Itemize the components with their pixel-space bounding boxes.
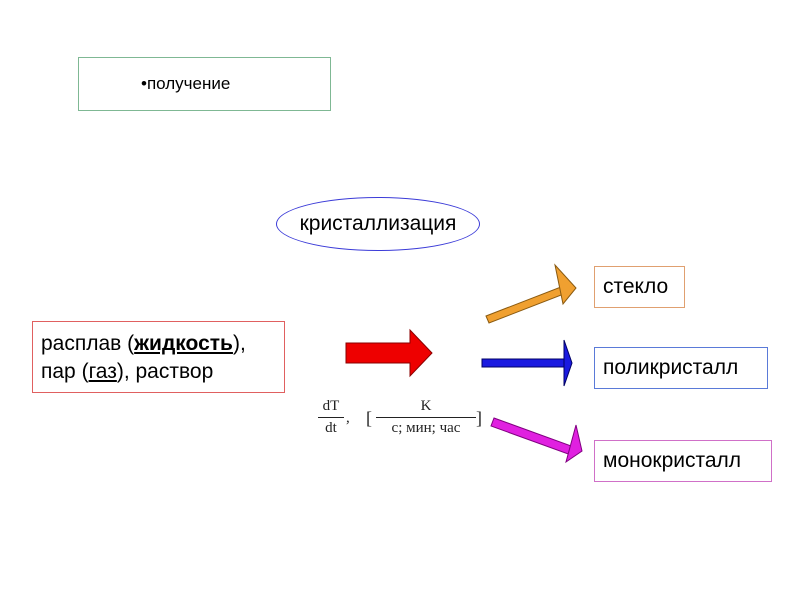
polycrystal-label: поликристалл — [603, 356, 739, 379]
liquid-word: жидкость — [134, 332, 233, 355]
monocrystal-box: монокристалл — [594, 440, 772, 482]
source-box: расплав (жидкость), пар (газ), раствор — [32, 321, 285, 393]
polycrystal-box: поликристалл — [594, 347, 768, 389]
title-text: получение — [146, 74, 231, 93]
crystallization-label: кристаллизация — [299, 212, 457, 235]
cooling-rate-formula: dT dt , [ K c; мин; час ] — [316, 396, 486, 450]
title-box: • получение — [78, 57, 331, 111]
main-arrow — [345, 328, 433, 378]
source-line-1: расплав (жидкость), — [41, 332, 246, 355]
glass-arrow — [485, 263, 577, 324]
gas-word: газ — [88, 360, 117, 383]
monocrystal-label: монокристалл — [603, 449, 742, 472]
dT-dt-fraction: dT dt — [318, 398, 344, 437]
units-fraction: K c; мин; час — [376, 398, 476, 437]
glass-box: стекло — [594, 266, 685, 308]
source-line-2: пар (газ), раствор — [41, 360, 214, 383]
crystallization-ellipse: кристаллизация — [276, 197, 480, 251]
glass-label: стекло — [603, 275, 669, 298]
mono-arrow — [490, 417, 583, 464]
poly-arrow — [481, 339, 573, 387]
bullet: • — [141, 74, 147, 93]
